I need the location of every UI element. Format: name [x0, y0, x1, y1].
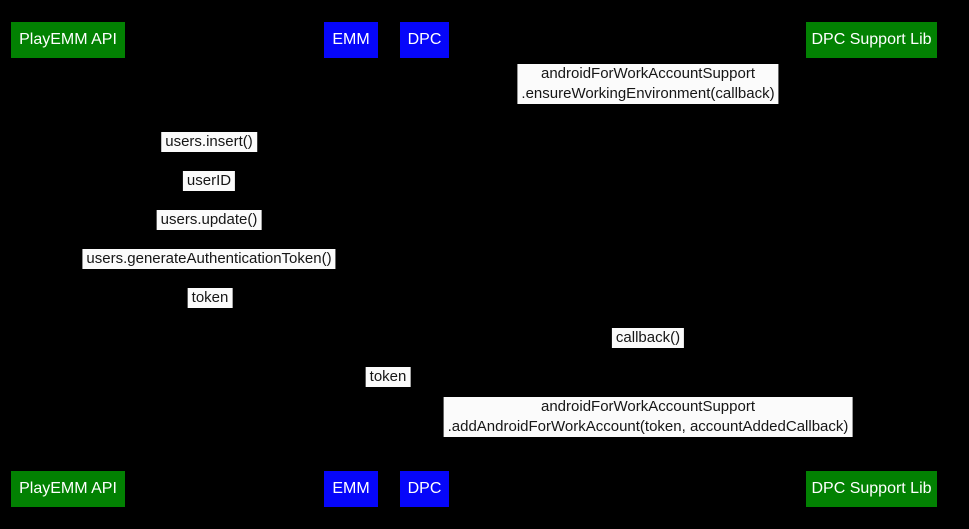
participant-dpc-support-lib-top: DPC Support Lib	[806, 22, 937, 58]
message-line: androidForWorkAccountSupport	[541, 398, 755, 415]
message-line: androidForWorkAccountSupport	[540, 65, 755, 82]
message-ensure-working-environment: androidForWorkAccountSupport .ensureWork…	[517, 64, 779, 104]
participant-dpc-support-lib-bottom: DPC Support Lib	[806, 471, 937, 507]
participant-dpc-top: DPC	[400, 22, 449, 58]
message-add-android-for-work-account: androidForWorkAccountSupport .addAndroid…	[443, 397, 853, 437]
message-generate-authentication-token: users.generateAuthenticationToken()	[82, 249, 336, 269]
message-userid: userID	[182, 171, 236, 191]
message-line: .addAndroidForWorkAccount(token, account…	[447, 418, 849, 435]
message-line: .ensureWorkingEnvironment(callback)	[521, 85, 775, 102]
message-users-update: users.update()	[156, 210, 262, 230]
participant-playemm-api-top: PlayEMM API	[11, 22, 125, 58]
participant-dpc-bottom: DPC	[400, 471, 449, 507]
participant-playemm-api-bottom: PlayEMM API	[11, 471, 125, 507]
message-callback: callback()	[611, 328, 685, 348]
participant-emm-top: EMM	[324, 22, 378, 58]
message-token-forward: token	[365, 367, 411, 387]
participant-emm-bottom: EMM	[324, 471, 378, 507]
message-users-insert: users.insert()	[161, 132, 257, 152]
message-token-reply: token	[187, 288, 233, 308]
